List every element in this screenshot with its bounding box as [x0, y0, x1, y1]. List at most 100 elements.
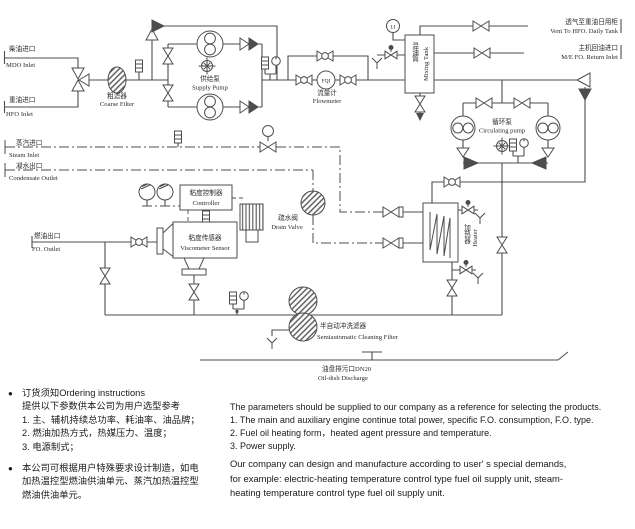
coarse-filter	[107, 66, 127, 94]
mixing-tank-label-zh: 混油筒	[411, 41, 419, 63]
level-gauge-tag: LI	[390, 25, 395, 31]
en-line: 2. Fuel oil heating form，heated agent pr…	[230, 428, 492, 438]
ordering-instructions-en: The parameters should be supplied to our…	[230, 401, 633, 501]
zh-line: 3. 电源制式；	[22, 441, 79, 452]
label-heater-en: Heater	[472, 228, 479, 246]
cleaning-filter	[288, 286, 318, 342]
zh-line: 燃油供油单元。	[22, 489, 88, 500]
flowmeter-outlet-valve	[340, 75, 356, 85]
gauge-root-valve	[235, 309, 239, 314]
check-valve-2	[239, 100, 259, 114]
suction-valve-1	[162, 47, 174, 65]
label-coarse-en: Coarse Filter	[100, 101, 135, 108]
fo-branch-valve	[99, 267, 111, 285]
relief-valve-icon	[145, 19, 166, 41]
en-line: 3. Power supply.	[230, 441, 296, 451]
fo-outlet-valve	[131, 237, 147, 247]
circ-suction-valve-1	[475, 97, 493, 109]
steam-trap	[300, 190, 326, 216]
label-trap-en: Drain Valve	[271, 224, 303, 231]
heater-safety-drain-1	[474, 212, 486, 225]
label-cleaning-filter-zh: 半自动冲洗滤器	[320, 321, 367, 330]
en-line: heating temperature control type fuel oi…	[230, 487, 445, 498]
tank-relief-valve	[384, 45, 398, 60]
pressure-transmitter-3	[229, 291, 237, 305]
label-trap-zh: 疏水阀	[278, 213, 298, 222]
zh-line: 2. 燃油加热方式，热媒压力、温度；	[22, 428, 172, 439]
label-fo-en: FO. Outlet	[32, 246, 60, 253]
steam-instrument	[174, 130, 182, 144]
label-cond-zh: 凝水出口	[16, 161, 42, 170]
en-line: 1. The main and auxiliary engine continu…	[230, 415, 594, 425]
bullet-icon: ●	[8, 464, 13, 474]
vent-valve	[472, 20, 490, 32]
en-line: Our company can design and manufacture a…	[230, 458, 567, 469]
label-return-en: M/E FO. Return Inlet	[561, 54, 618, 61]
label-return-zh: 主机回油进口	[578, 43, 618, 52]
label-heater-zh: 加热器	[463, 223, 471, 245]
tank-drain-arrow	[416, 113, 424, 121]
check-valve-1	[239, 37, 259, 51]
viscometer-drain-valve	[188, 283, 200, 301]
label-vent-zh: 透气至重油日用柜	[565, 17, 618, 26]
en-line: The parameters should be supplied to our…	[230, 402, 602, 412]
supply-pump-2	[196, 93, 224, 121]
steam-condensate-pipes	[5, 146, 383, 244]
viscosity-gauges	[138, 183, 174, 201]
label-oil-dish-en: Oil-dish Discharge	[318, 375, 368, 382]
heater-bypass-valve	[444, 177, 460, 187]
viscosity-controller	[179, 184, 233, 211]
suction-valve-2	[162, 84, 174, 102]
label-flow-en: Flowmeter	[313, 98, 342, 105]
pressure-gauge-2	[519, 138, 529, 148]
flowmeter-inlet-valve	[296, 75, 312, 85]
standby-pump-symbol	[198, 57, 216, 75]
heater-safety-valve-1	[461, 200, 475, 215]
return-valve	[473, 47, 491, 59]
flowmeter-tag: FQI	[322, 79, 331, 85]
label-supply-en: Supply Pump	[192, 85, 228, 92]
label-viscometer-zh: 粘度传感器	[189, 233, 222, 242]
label-mdo-zh: 柴油进口	[9, 44, 35, 53]
label-oil-dish-zh: 油盘排污口DN20	[322, 364, 372, 373]
pressure-transmitter-2	[509, 138, 517, 152]
label-flow-zh: 流量计	[317, 88, 337, 97]
zh-line: ●本公司可根据用户特殊要求设计制造，如电	[8, 462, 228, 475]
controller-transmitter	[202, 210, 210, 224]
heater-safety-valve-2	[459, 260, 473, 275]
level-gauge	[386, 19, 400, 33]
pressure-transmitter-1	[261, 56, 269, 70]
heater-safety-drain-2	[472, 272, 484, 285]
circulating-pump-2	[535, 115, 561, 141]
piping-diagram: FQI 混油筒 Mixing Tank LI	[3, 17, 622, 382]
en-line: for example: electric-heating temperatur…	[230, 472, 563, 484]
steam-control-valve-body	[259, 141, 277, 153]
zh-line: ●订货须知Ordering instructions	[8, 387, 228, 400]
pressure-gauge-1	[271, 56, 281, 66]
label-cond-en: Condensate Outlet	[9, 175, 58, 182]
tank-drain-valve	[414, 95, 426, 113]
mixing-tank	[404, 34, 435, 94]
label-mdo-en: MDO Inlet	[6, 62, 35, 69]
label-supply-zh: 供给泵	[200, 74, 220, 83]
pressure-gauge-3	[239, 291, 249, 301]
three-way-valve	[71, 67, 90, 92]
zh-line: 1. 主、辅机持续总功率、耗油率、油品牌；	[22, 414, 200, 425]
viscometer-sensor	[156, 203, 264, 276]
circ-suction-valve-2	[513, 97, 531, 109]
label-circ-en: Circulating pump	[479, 128, 526, 135]
heater-steam-valve-out	[382, 237, 400, 249]
label-hfo-zh: 重油进口	[9, 95, 35, 104]
zh-line: 提供以下参数供本公司为用户选型参考	[22, 401, 181, 412]
heater-drain-valve	[446, 279, 458, 297]
ordering-instructions-zh: ●订货须知Ordering instructions 提供以下参数供本公司为用户…	[8, 387, 228, 502]
label-controller-en: Controller	[192, 200, 220, 207]
label-circ-zh: 循环泵	[492, 117, 512, 126]
corner-check-valve	[575, 72, 592, 102]
circ-discharge-arrows	[456, 147, 555, 170]
mixing-tank-label-en: Mixing Tank	[423, 46, 430, 81]
heater-steam-flanges	[398, 206, 404, 249]
thermometer-icon	[135, 59, 143, 73]
heater	[422, 202, 459, 263]
label-hfo-en: HFO Inlet	[6, 111, 33, 118]
